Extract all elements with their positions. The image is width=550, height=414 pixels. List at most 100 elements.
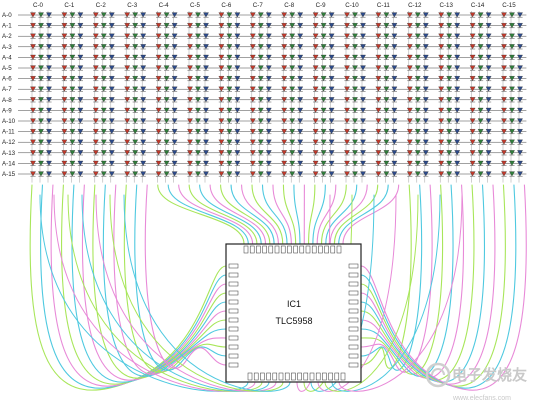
watermark-sub-text: www.elecfans.com [452,395,511,402]
rgb-led-icon [250,150,271,155]
rgb-led-icon [407,76,428,81]
rgb-led-icon [313,172,334,177]
rgb-led-icon [219,13,240,18]
rgb-led-icon [470,13,491,18]
rgb-led-icon [376,34,397,39]
rgb-led-icon [187,87,208,92]
rgb-led-icon [219,140,240,145]
rgb-led-icon [93,23,114,28]
ic-pin-icon [250,246,254,253]
rgb-led-icon [156,140,177,145]
rgb-led-icon [156,129,177,134]
rgb-led-icon [470,97,491,102]
rgb-led-icon [93,172,114,177]
rgb-led-icon [344,161,365,166]
rgb-led-icon [313,87,334,92]
ic-pin-icon [229,318,238,322]
connection-wire [103,185,226,377]
rgb-led-icon [470,119,491,124]
ic-pin-icon [349,273,358,277]
rgb-led-icon [156,172,177,177]
ic-pin-icon [349,300,358,304]
rgb-led-icon [30,44,51,49]
rgb-led-icon [313,34,334,39]
rgb-led-icon [313,161,334,166]
rgb-led-icon [30,172,51,177]
ic-part-label: TLC5958 [275,316,312,326]
rgb-led-icon [501,97,522,102]
connection-wire [361,185,495,385]
rgb-led-icon [376,44,397,49]
ic-pin-icon [229,300,238,304]
rgb-led-icon [439,172,460,177]
rgb-led-icon [282,140,303,145]
rgb-led-icon [156,119,177,124]
ic-pin-icon [260,373,264,380]
rgb-led-icon [125,150,146,155]
row-label: A-15 [2,171,16,178]
rgb-led-icon [470,161,491,166]
watermark-main-text: 电子发烧友 [452,366,527,384]
rgb-led-icon [376,129,397,134]
rgb-led-icon [187,172,208,177]
rgb-led-icon [470,55,491,60]
rgb-led-icon [219,66,240,71]
rgb-led-icon [250,55,271,60]
ic-pin-icon [263,246,267,253]
rgb-led-icon [501,55,522,60]
rgb-led-icon [501,44,522,49]
ic-pin-icon [273,373,277,380]
rgb-led-icon [344,76,365,81]
ic-pin-icon [229,345,238,349]
rgb-led-icon [407,23,428,28]
rgb-led-icon [93,66,114,71]
rgb-led-icon [30,140,51,145]
rgb-led-icon [439,55,460,60]
rgb-led-icon [125,87,146,92]
rgb-led-icon [344,87,365,92]
rgb-led-icon [313,97,334,102]
column-label: C-1 [64,2,75,9]
rgb-led-icon [501,129,522,134]
ic-pin-icon [304,373,308,380]
rgb-led-icon [250,44,271,49]
rgb-led-icon [125,172,146,177]
rgb-led-icon [501,66,522,71]
rgb-led-icon [30,161,51,166]
rgb-led-icon [439,140,460,145]
row-label: A-0 [2,12,12,19]
rgb-led-icon [282,172,303,177]
rgb-led-icon [93,76,114,81]
rgb-led-icon [439,108,460,113]
rgb-led-icon [156,55,177,60]
rgb-led-icon [250,119,271,124]
ic-pin-icon [312,246,316,253]
column-label: C-5 [190,2,201,9]
connection-wire [252,185,283,244]
rgb-led-icon [187,23,208,28]
rgb-led-icon [93,129,114,134]
connection-wire [210,185,265,244]
ic-pin-icon [306,246,310,253]
rgb-led-icon [344,97,365,102]
rgb-led-icon [344,150,365,155]
ic-pin-icon [298,373,302,380]
rgb-led-icon [282,76,303,81]
rgb-led-icon [313,23,334,28]
ic-pin-icon [300,246,304,253]
rgb-led-icon [250,87,271,92]
rgb-led-icon [125,55,146,60]
row-label: A-9 [2,107,12,114]
rgb-led-icon [62,44,83,49]
rgb-led-icon [282,55,303,60]
rgb-led-icon [62,13,83,18]
rgb-led-icon [125,76,146,81]
rgb-led-icon [282,23,303,28]
rgb-led-icon [125,23,146,28]
rgb-led-icon [156,87,177,92]
ic-pin-icon [316,373,320,380]
ic-pin-icon [248,373,252,380]
rgb-led-icon [219,161,240,166]
rgb-led-icon [407,34,428,39]
